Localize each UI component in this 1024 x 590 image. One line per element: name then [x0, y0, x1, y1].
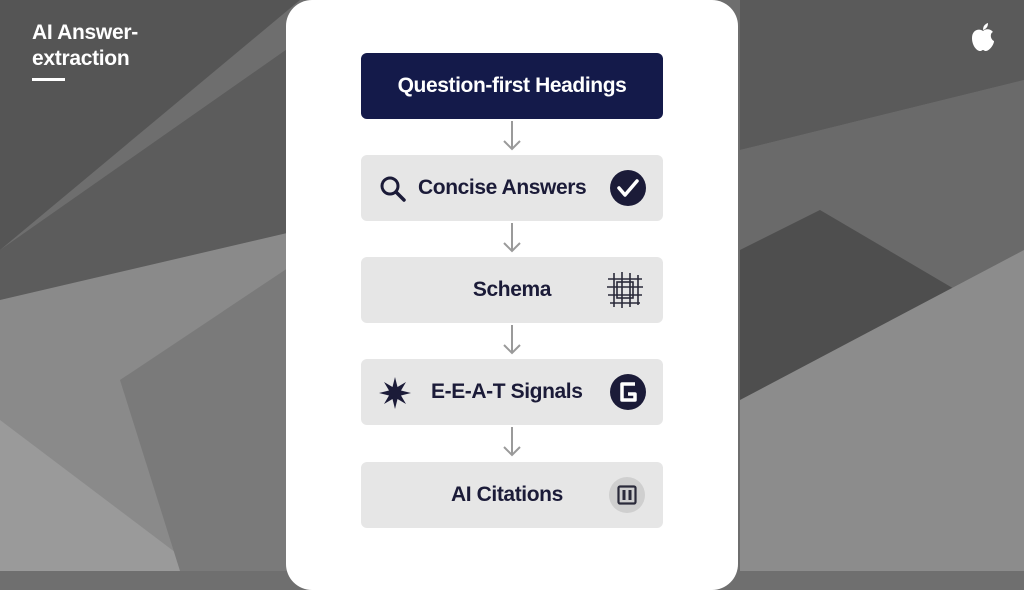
- badge-icon: [610, 374, 646, 410]
- step-ai-citations: AI Citations: [361, 462, 663, 528]
- page-title: AI Answer-extraction: [32, 21, 138, 70]
- down-arrow-icon: [503, 325, 521, 355]
- title-underline: [32, 78, 65, 81]
- step-label: Schema: [472, 278, 552, 301]
- step-label: E-E-A-T Signals: [431, 380, 583, 403]
- down-arrow-icon: [503, 223, 521, 253]
- step-schema: Schema: [361, 257, 663, 323]
- document-icon: [609, 477, 645, 513]
- search-icon: [380, 176, 406, 202]
- grid-icon: [607, 272, 643, 308]
- down-arrow-icon: [503, 121, 521, 151]
- step-label: Concise Answers: [418, 176, 587, 199]
- step-concise-answers: Concise Answers: [361, 155, 663, 221]
- star-burst-icon: [379, 377, 411, 409]
- down-arrow-icon: [503, 427, 521, 457]
- step-label: Question-first Headings: [397, 74, 627, 97]
- step-eeat-signals: E-E-A-T Signals: [361, 359, 663, 425]
- step-question-first-headings: Question-first Headings: [361, 53, 663, 119]
- step-label: AI Citations: [451, 483, 563, 506]
- apple-logo-icon: [972, 23, 994, 51]
- check-circle-icon: [610, 170, 646, 206]
